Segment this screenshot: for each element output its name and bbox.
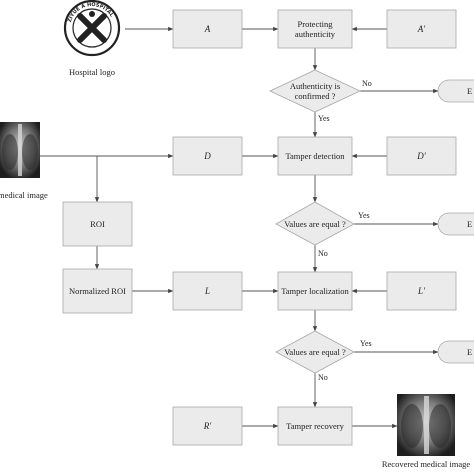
end-node-1 bbox=[437, 79, 474, 103]
box-tamper-recovery bbox=[277, 406, 353, 446]
edge-label-yes-2: Yes bbox=[358, 211, 370, 220]
edge-label-no-2: No bbox=[318, 249, 328, 258]
box-d-prime bbox=[386, 136, 457, 176]
box-roi bbox=[62, 201, 133, 247]
auth-label-2: confirmed ? bbox=[295, 91, 336, 101]
box-normalized-roi bbox=[62, 268, 133, 314]
recovered-image-thumbnail bbox=[397, 394, 455, 456]
end-node-2-label: E bbox=[467, 219, 472, 229]
box-l-prime-label: L′ bbox=[417, 286, 426, 296]
end-node-1-label: E bbox=[467, 86, 472, 96]
values-equal-2-label: Values are equal ? bbox=[284, 347, 346, 357]
end-node-3 bbox=[437, 340, 474, 364]
decision-values-equal-1 bbox=[275, 201, 355, 246]
box-a-label: A bbox=[204, 24, 211, 34]
auth-label-1: Authenticity is bbox=[290, 81, 340, 91]
box-l-prime bbox=[386, 271, 457, 311]
box-a-prime bbox=[386, 9, 457, 49]
box-tamper-localization bbox=[277, 271, 353, 311]
recovered-image-label: Recovered medical image bbox=[382, 459, 470, 469]
medical-image-thumbnail bbox=[0, 122, 40, 178]
box-tamper-detection bbox=[277, 136, 353, 176]
edge-label-yes-1: Yes bbox=[318, 114, 330, 123]
roi-label: ROI bbox=[90, 219, 105, 229]
box-protecting-authenticity bbox=[277, 9, 353, 49]
edge-label-yes-3: Yes bbox=[360, 339, 372, 348]
medical-image-label: medical image bbox=[0, 190, 48, 200]
box-a bbox=[172, 9, 243, 49]
box-r-prime bbox=[172, 406, 243, 446]
box-d-label: D bbox=[203, 151, 211, 161]
connectors bbox=[40, 26, 439, 429]
box-d bbox=[172, 136, 243, 176]
box-d-prime-label: D′ bbox=[416, 151, 426, 161]
edge-label-no-3: No bbox=[318, 373, 328, 382]
box-l bbox=[172, 271, 243, 311]
decision-authenticity bbox=[269, 69, 361, 113]
box-l-label: L bbox=[204, 286, 210, 296]
end-node-2 bbox=[437, 212, 474, 236]
hospital-logo: ZIYUE A HOSPITAL bbox=[63, 0, 121, 57]
decision-values-equal-2 bbox=[275, 330, 355, 374]
values-equal-1-label: Values are equal ? bbox=[284, 219, 346, 229]
box-r-prime-label: R′ bbox=[203, 421, 212, 431]
edge-label-no-1: No bbox=[362, 79, 372, 88]
protect-label-2: authenticity bbox=[295, 29, 336, 39]
normalized-roi-label: Normalized ROI bbox=[69, 286, 126, 296]
tamper-localization-label: Tamper localization bbox=[281, 286, 349, 296]
protect-label-1: Protecting bbox=[298, 19, 334, 29]
tamper-detection-label: Tamper detection bbox=[285, 151, 345, 161]
hospital-logo-label: Hospital logo bbox=[69, 67, 115, 77]
box-a-prime-label: A′ bbox=[417, 24, 426, 34]
end-node-3-label: E bbox=[467, 347, 472, 357]
tamper-recovery-label: Tamper recovery bbox=[286, 421, 344, 431]
